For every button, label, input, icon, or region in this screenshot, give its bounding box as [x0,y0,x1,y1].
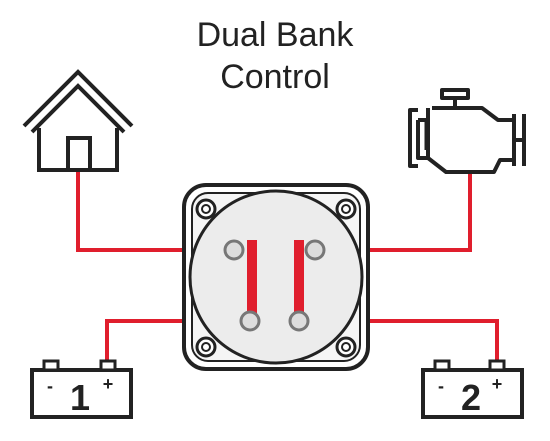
house-icon [22,69,134,172]
mounting-screw-bottom-left [195,336,217,358]
engine-icon [408,88,526,174]
mounting-screw-top-right [335,198,357,220]
mounting-screw-top-left [195,198,217,220]
switch-face [188,189,364,365]
battery-2-label: 2 [461,377,481,418]
terminal-battery-2 [288,310,310,332]
switch-bridge-left [247,240,257,324]
title-line-1: Dual Bank [196,16,354,54]
battery-2-negative: - [438,376,444,396]
battery-1-label: 1 [70,377,90,418]
battery-1: - + 1 [30,359,133,419]
diagram-title: Dual Bank Control [160,14,390,98]
battery-2-positive: + [492,374,503,394]
switch-body [182,183,370,371]
battery-1-positive: + [103,374,114,394]
terminal-house [223,239,245,261]
terminal-battery-1 [239,310,261,332]
title-line-2: Control [220,58,330,96]
switch-bridge-right [294,240,304,324]
battery-2: - + 2 [421,359,524,419]
mounting-screw-bottom-right [335,336,357,358]
battery-1-negative: - [47,376,53,396]
terminal-engine [304,239,326,261]
